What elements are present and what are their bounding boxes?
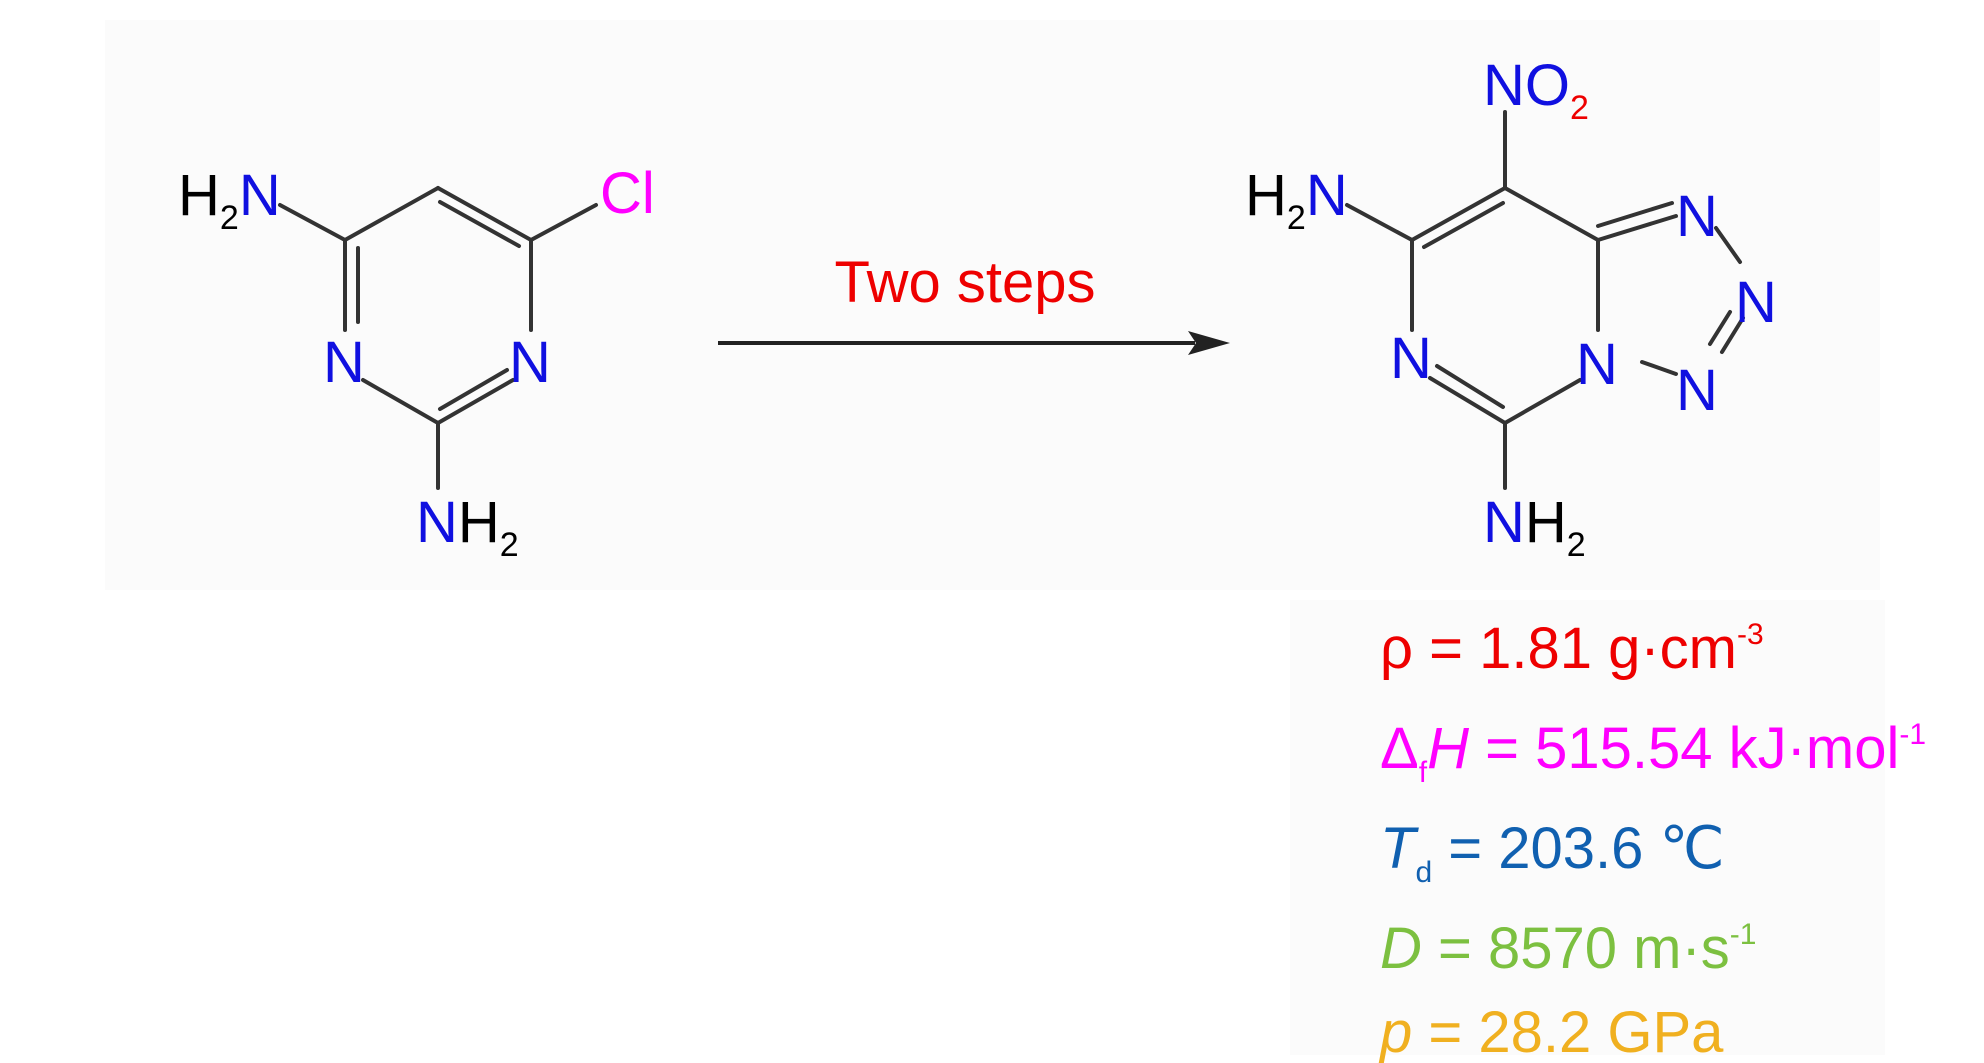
reactant-bond-c5-c6 <box>436 186 533 242</box>
product-ring-n-left: N <box>1390 326 1432 391</box>
background-panel <box>105 20 1880 590</box>
reaction-arrow: Two steps <box>718 250 1230 355</box>
product-bond-c6-c7-double <box>1422 201 1505 249</box>
product-tetrazole-n3: N <box>1676 358 1718 423</box>
property-enthalpy: ΔfH = 515.54 kJ·mol-1 <box>1380 716 1926 789</box>
reactant-bond-c2-n1 <box>436 378 515 425</box>
product-bond-c6-c7 <box>1410 186 1507 242</box>
product-bond-n-c5 <box>1428 376 1507 425</box>
reactant-ring-n-left: N <box>323 330 365 395</box>
properties-panel <box>1290 600 1885 1055</box>
reactant-chlorine-label: Cl <box>600 161 655 226</box>
product-amine-bottom-label: NH2 <box>1483 490 1586 564</box>
arrow-label: Two steps <box>834 250 1095 315</box>
product-ring-n-bridge: N <box>1576 332 1618 397</box>
property-velocity: D = 8570 m·s-1 <box>1380 916 1756 981</box>
reactant-bond-c4-nh2 <box>278 203 347 242</box>
product-bond-tz2-tz3 <box>1720 316 1745 354</box>
reactant-ring-n-right: N <box>509 330 551 395</box>
product-tetrazole-n2: N <box>1735 270 1777 335</box>
product-bond-c6-nh2 <box>1345 203 1414 242</box>
product-amine-left-label: H2N <box>1245 163 1348 237</box>
reactant-bond-c6-cl <box>529 203 598 242</box>
product-bond-c7-c8 <box>1503 186 1600 242</box>
product-molecule: NO2 H2N N N N N N NH2 <box>1245 53 1777 564</box>
property-decomposition: Td = 203.6 ℃ <box>1380 816 1725 889</box>
reactant-molecule: H2N Cl N N NH2 <box>178 161 655 564</box>
arrow-head-icon <box>1188 331 1230 355</box>
reactant-amine-top-label: H2N <box>178 163 281 237</box>
product-bond-tz3-n-bridge <box>1640 360 1678 376</box>
property-pressure: p = 28.2 GPa <box>1378 1000 1724 1063</box>
reactant-bond-n3-c2 <box>361 378 440 425</box>
reactant-bond-c5-c6-double <box>438 200 521 248</box>
product-bond-tz1-tz2 <box>1714 226 1742 264</box>
product-bond-c8-n-tz1 <box>1596 214 1678 242</box>
product-nitro-label: NO2 <box>1483 53 1589 127</box>
product-bond-c8-n-tz1-double <box>1596 201 1674 228</box>
product-bond-c5-n-bridge <box>1503 378 1582 425</box>
product-tetrazole-n1: N <box>1676 184 1718 249</box>
product-bond-n-c5-double <box>1435 364 1505 409</box>
product-bond-tz2-tz3-double <box>1708 310 1732 346</box>
reactant-bond-c4-c5 <box>343 186 440 242</box>
property-density: ρ = 1.81 g·cm-3 <box>1380 616 1764 681</box>
reactant-amine-bottom-label: NH2 <box>416 490 519 564</box>
properties-list: ρ = 1.81 g·cm-3 ΔfH = 515.54 kJ·mol-1 Td… <box>1378 616 1926 1063</box>
reactant-bond-c2-n1-double <box>438 368 509 411</box>
